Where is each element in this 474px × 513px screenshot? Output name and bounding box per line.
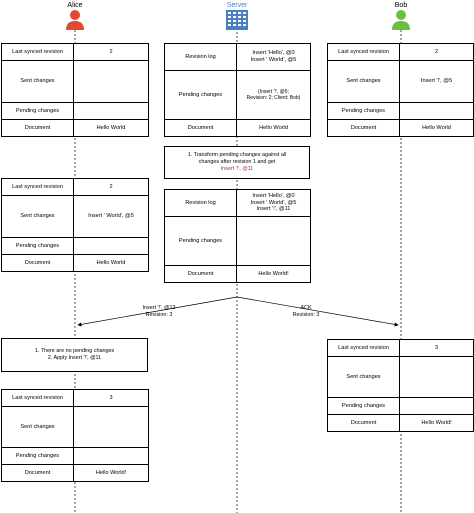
- last-synced-label: Last synced revision: [327, 43, 400, 61]
- arrow-to-bob: [236, 296, 399, 327]
- sent-changes-label: Sent changes: [327, 60, 400, 103]
- document-label: Document: [1, 119, 74, 137]
- document-label: Document: [164, 265, 237, 283]
- document-value: Hello World: [399, 119, 474, 137]
- pending-changes-value: [73, 102, 149, 120]
- pending-changes-value: [236, 216, 311, 266]
- revision-log-label: Revision log: [164, 43, 237, 71]
- pending-changes-label: Pending changes: [164, 216, 237, 266]
- sent-changes-value: Insert ' World', @5: [73, 195, 149, 238]
- log-entry: Insert '!', @11: [256, 206, 291, 213]
- log-entry: Insert 'Hello', @0: [252, 50, 295, 57]
- pending-line: (Insert '!', @5;: [258, 88, 289, 95]
- bob-icon-head: [396, 10, 406, 20]
- pending-changes-label: Pending changes: [327, 397, 400, 415]
- bob-icon-body: [392, 21, 410, 30]
- arrow-label-line: Insert '!', @12: [142, 305, 176, 311]
- note-highlight: Insert '!', @11: [220, 166, 254, 173]
- note-line: 1. There are no pending changes: [34, 347, 115, 354]
- pending-changes-label: Pending changes: [327, 102, 400, 120]
- note-line: 1. Transform pending changes against all: [187, 151, 287, 158]
- arrow-label-bob: ACK Revision: 3: [266, 305, 346, 319]
- server-label: Server: [226, 2, 248, 9]
- document-label: Document: [164, 119, 237, 137]
- server-transform-note: 1. Transform pending changes against all…: [164, 146, 310, 179]
- arrow-label-line: ACK: [300, 305, 312, 311]
- sent-changes-value: [73, 60, 149, 103]
- document-label: Document: [1, 254, 74, 272]
- revision-log-value: Insert 'Hello', @0 Insert ' World', @5: [236, 43, 311, 71]
- last-synced-value: 3: [399, 339, 474, 357]
- document-value: Hello World: [73, 254, 149, 272]
- alice-icon-head: [70, 10, 80, 20]
- alice-apply-note: 1. There are no pending changes 2. Apply…: [1, 338, 148, 372]
- pending-line: Revision: 2; Client: Bob): [246, 95, 301, 101]
- document-label: Document: [1, 464, 74, 482]
- alice-person-icon: [66, 10, 84, 30]
- sent-changes-label: Sent changes: [1, 195, 74, 238]
- bob-label: Bob: [394, 2, 408, 9]
- arrow-label-line: Revision: 3: [292, 312, 320, 319]
- last-synced-label: Last synced revision: [1, 43, 74, 61]
- pending-changes-label: Pending changes: [1, 237, 74, 255]
- pending-changes-label: Pending changes: [1, 102, 74, 120]
- sent-changes-value: Insert '!', @5: [399, 60, 474, 103]
- last-synced-label: Last synced revision: [1, 389, 74, 407]
- server-building-icon: [226, 10, 248, 30]
- revision-log-label: Revision log: [164, 189, 237, 217]
- document-value: Hello World!: [236, 265, 311, 283]
- document-label: Document: [327, 119, 400, 137]
- arrow-label-alice: Insert '!', @12 Revision: 3: [119, 305, 199, 319]
- last-synced-value: 2: [73, 43, 149, 61]
- last-synced-value: 3: [73, 389, 149, 407]
- last-synced-value: 2: [73, 178, 149, 196]
- arrow-label-line: Revision: 3: [145, 312, 173, 319]
- log-entry: Insert 'Hello', @0: [252, 192, 295, 199]
- sent-changes-value: [399, 356, 474, 398]
- server-state-table-2: Revision log Insert 'Hello', @0 Insert '…: [164, 189, 311, 283]
- last-synced-label: Last synced revision: [1, 178, 74, 196]
- document-label: Document: [327, 414, 400, 432]
- pending-changes-value: (Insert '!', @5; Revision: 2; Client: Bo…: [236, 70, 311, 120]
- document-value: Hello World!: [73, 464, 149, 482]
- server-state-table-1: Revision log Insert 'Hello', @0 Insert '…: [164, 43, 311, 137]
- bob-person-icon: [392, 10, 410, 30]
- note-line: 2. Apply Insert '!', @11: [47, 355, 102, 361]
- sent-changes-label: Sent changes: [1, 60, 74, 103]
- sent-changes-value: [73, 406, 149, 448]
- sent-changes-label: Sent changes: [327, 356, 400, 398]
- pending-changes-value: [73, 237, 149, 255]
- document-value: Hello World: [236, 119, 311, 137]
- sent-changes-label: Sent changes: [1, 406, 74, 448]
- pending-changes-label: Pending changes: [164, 70, 237, 120]
- alice-label: Alice: [67, 2, 83, 9]
- log-entry: Insert ' World', @5: [250, 57, 297, 63]
- last-synced-label: Last synced revision: [327, 339, 400, 357]
- pending-changes-value: [399, 102, 474, 120]
- alice-icon-body: [66, 21, 84, 30]
- revision-log-value: Insert 'Hello', @0 Insert ' World', @5 I…: [236, 189, 311, 217]
- log-entry: Insert ' World', @5: [250, 199, 297, 206]
- note-line: changes after revision 1 and get: [198, 158, 276, 165]
- arrow-to-alice: [77, 296, 238, 327]
- last-synced-value: 2: [399, 43, 474, 61]
- pending-changes-value: [399, 397, 474, 415]
- pending-changes-value: [73, 447, 149, 465]
- document-value: Hello World!: [399, 414, 474, 432]
- document-value: Hello World: [73, 119, 149, 137]
- pending-changes-label: Pending changes: [1, 447, 74, 465]
